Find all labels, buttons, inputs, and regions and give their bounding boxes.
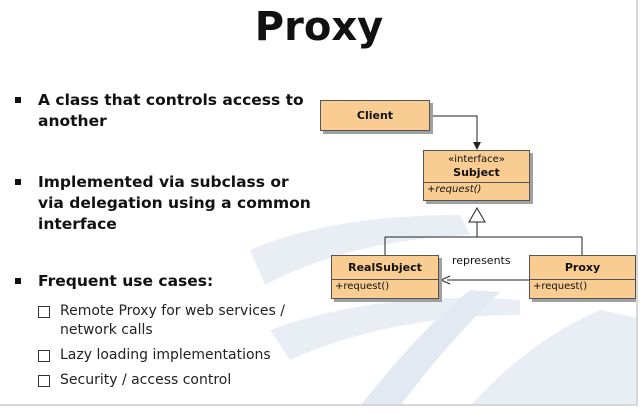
sub-bullet-item: Security / access control [38, 371, 314, 390]
inheritance-triangle-icon [468, 206, 486, 223]
association-label: represents [452, 254, 511, 267]
sub-bullet-item: Lazy loading implementations [38, 346, 314, 365]
client-subject-line [430, 115, 478, 143]
slide-title: Proxy [254, 4, 384, 50]
class-operation: +request() [530, 279, 635, 293]
sub-bullet-list: Remote Proxy for web services / network … [38, 302, 314, 390]
sub-bullet-item: Remote Proxy for web services / network … [38, 302, 314, 340]
class-stereotype: «interface» [448, 154, 505, 165]
class-operation: +request() [332, 279, 438, 293]
bullet-item: Frequent use cases: Remote Proxy for web… [14, 271, 314, 390]
class-proxy: Proxy +request() [529, 255, 636, 299]
slide: Proxy A class that controls access to an… [0, 0, 638, 406]
uml-connectors [384, 115, 583, 285]
background-swoosh [250, 215, 636, 404]
bullet-item: A class that controls access to another [14, 90, 314, 132]
bullet-item: Implemented via subclass or via delegati… [14, 172, 314, 235]
class-subject: «interface» Subject +request() [423, 150, 530, 201]
class-realsubject: RealSubject +request() [331, 255, 439, 299]
arrowhead-icon [473, 142, 481, 150]
class-client: Client [320, 100, 430, 131]
class-name: Subject [453, 166, 500, 179]
represents-arrow-icon [439, 275, 451, 285]
class-name: Proxy [564, 261, 601, 274]
class-operation: +request() [424, 182, 529, 196]
bullet-text: Frequent use cases: [38, 272, 214, 290]
class-name: RealSubject [348, 261, 422, 274]
class-name: Client [356, 109, 394, 122]
bullet-list: A class that controls access to another … [14, 90, 314, 396]
